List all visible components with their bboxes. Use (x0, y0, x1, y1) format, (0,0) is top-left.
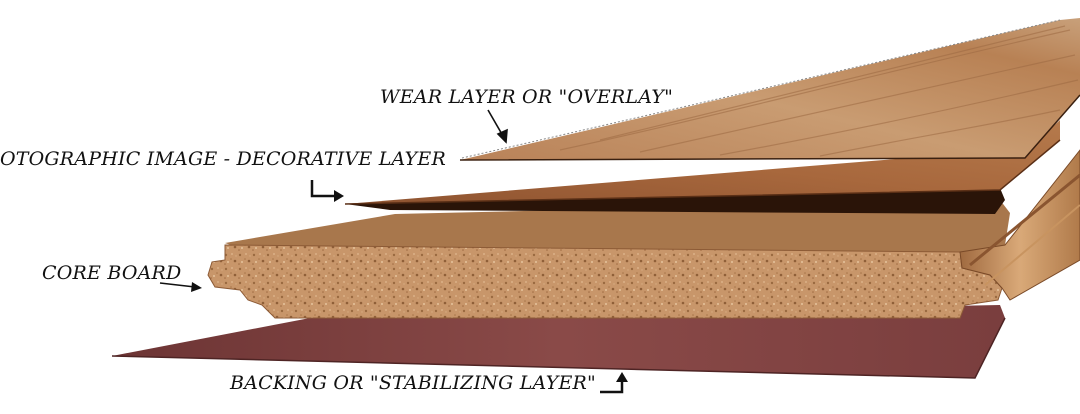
core-board-tongue (959, 149, 1080, 301)
glue-strip (345, 188, 1005, 214)
core-board-label: CORE BOARD (42, 262, 182, 284)
core-board (207, 244, 1003, 319)
tongue-groove-line (969, 173, 1080, 267)
wood-grain (559, 25, 1079, 157)
backing-layer-label: BACKING OR "STABILIZING LAYER" (230, 372, 596, 394)
tongue-groove-line-2 (984, 204, 1080, 286)
backing-edge (111, 317, 1006, 379)
decorative-layer (345, 120, 1060, 204)
core-board-top (225, 200, 1010, 252)
wear-layer (460, 18, 1080, 160)
wear-layer-label: WEAR LAYER OR "OVERLAY" (380, 86, 674, 108)
arrow-core (159, 282, 202, 292)
backing-layer (112, 305, 1005, 378)
arrow-backing (600, 372, 628, 394)
arrow-decorative (310, 180, 344, 202)
decorative-layer-edge (344, 139, 1061, 205)
decorative-layer-label: OTOGRAPHIC IMAGE - DECORATIVE LAYER (0, 148, 446, 170)
overlay-edge (459, 94, 1080, 161)
arrow-wear (487, 109, 508, 144)
